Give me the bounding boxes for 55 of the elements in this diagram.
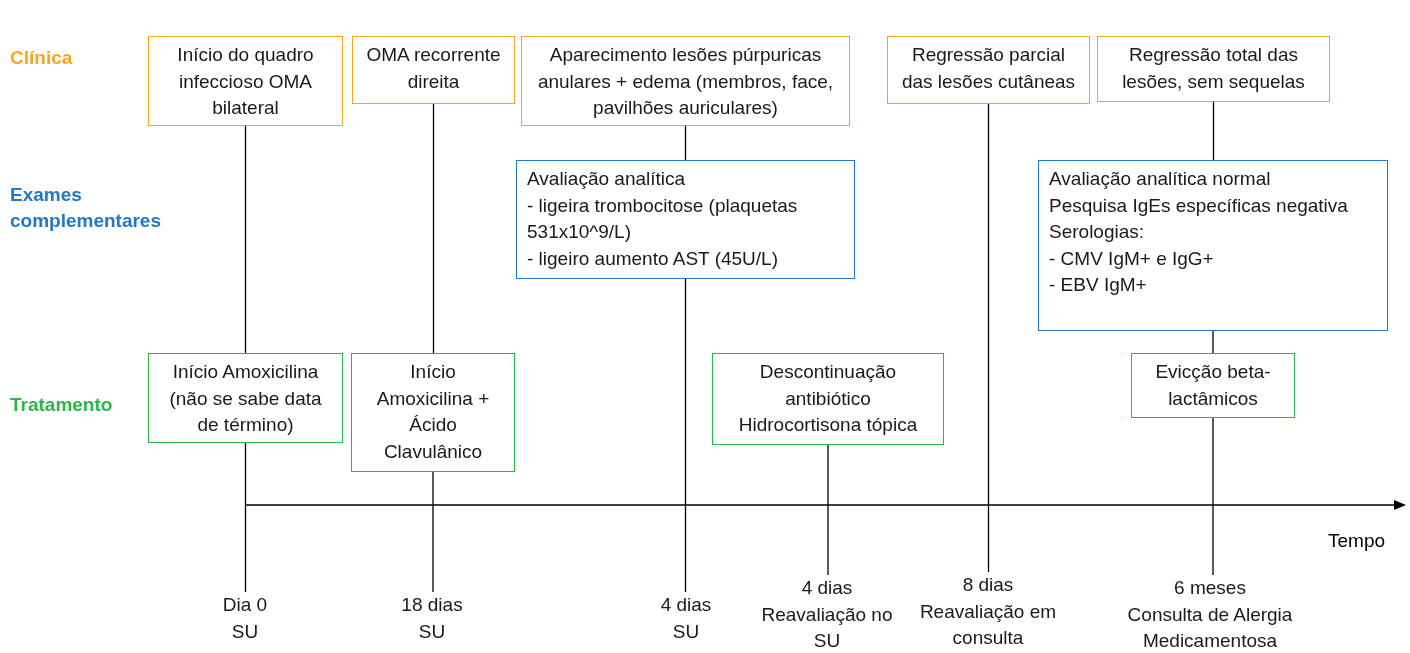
box-text: SU — [231, 619, 259, 644]
connector-line — [1212, 101, 1215, 161]
box-text: Reavaliação em consulta — [918, 599, 1058, 650]
box-text: Pesquisa IgEs específicas negativa — [1049, 193, 1348, 218]
event-box — [516, 160, 855, 279]
box-text: Início Amoxicilina + Ácido Clavulânico — [375, 360, 491, 464]
event-box — [1097, 36, 1330, 102]
connector-line — [244, 442, 247, 593]
box-text: Consulta de Alergia Medicamentosa — [1126, 602, 1294, 653]
event-box — [712, 353, 944, 445]
event-box — [148, 36, 343, 126]
connector-line — [827, 444, 829, 576]
box-text: Descontinuação antibiótico Hidrocortisona tópica — [737, 360, 919, 437]
box-text: Regressão total das lesões, sem sequelas — [1121, 43, 1306, 94]
row-label: Tratamento — [10, 393, 113, 417]
event-box — [521, 36, 850, 126]
event-box — [1131, 353, 1295, 418]
connector-line — [432, 103, 435, 354]
box-text: Início do quadro infeccioso OMA bilateral — [176, 43, 315, 120]
connector-line — [432, 471, 434, 593]
row-label: Exames complementares — [10, 183, 162, 233]
event-box — [887, 36, 1090, 104]
row-label: Clínica — [10, 46, 73, 70]
box-text: SU — [672, 619, 700, 644]
box-text: Reavaliação no SU — [760, 602, 894, 653]
connector-line — [684, 278, 687, 593]
box-text: 6 meses — [1174, 576, 1246, 600]
connector-line — [1212, 417, 1214, 576]
box-text: Serologias: — [1049, 220, 1145, 244]
event-box — [351, 353, 515, 472]
box-text: 4 dias — [801, 576, 853, 600]
box-text: Início Amoxicilina (não se sabe data de término) — [168, 360, 323, 437]
connector-line — [684, 125, 687, 161]
box-text: - ligeiro aumento AST (45U/L) — [527, 246, 778, 271]
box-text: Regressão parcial das lesões cutâneas — [900, 43, 1077, 94]
connector-line — [1212, 330, 1214, 354]
event-box — [1038, 160, 1388, 331]
box-text: Aparecimento lesões púrpuricas anulares + edema (membros, face, pavilhões auriculares) — [536, 43, 835, 120]
event-box — [148, 353, 343, 443]
axis-label: Tempo — [1328, 529, 1386, 553]
box-text: - ligeira trombocitose (plaquetas 531x10^9/L) — [527, 193, 799, 244]
box-text: Evicção beta-lactâmicos — [1154, 360, 1272, 411]
box-text: Dia 0 — [222, 593, 268, 617]
box-text: OMA recorrente direita — [365, 43, 502, 94]
box-text: SU — [418, 619, 446, 644]
box-text: Avaliação analítica — [527, 167, 686, 191]
box-text: - CMV IgM+ e IgG+ — [1049, 246, 1214, 271]
event-box — [352, 36, 515, 104]
box-text: 4 dias — [660, 593, 712, 617]
box-text: Avaliação analítica normal — [1049, 167, 1271, 191]
box-text: 8 dias — [962, 573, 1014, 597]
box-text: 18 dias — [401, 593, 463, 617]
box-text: - EBV IgM+ — [1049, 273, 1147, 297]
connector-line — [987, 103, 990, 573]
connector-line — [244, 125, 247, 354]
